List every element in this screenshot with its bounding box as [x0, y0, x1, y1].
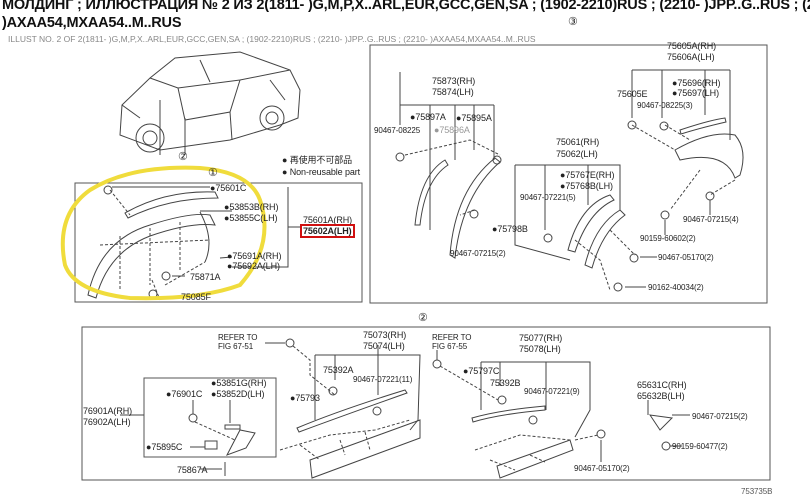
part-label[interactable]: ●75601C [210, 183, 247, 193]
part-label[interactable]: ●76901C [166, 389, 203, 399]
vehicle-illustration [119, 51, 301, 155]
part-label[interactable]: 75605E [617, 89, 648, 99]
part-label[interactable]: ●53852D(LH) [211, 389, 265, 399]
part-label[interactable]: 76902A(LH) [83, 417, 131, 427]
yellow-annotation-circle [60, 165, 267, 301]
part-label[interactable]: ●75797C [463, 366, 500, 376]
part-label[interactable]: ●75798B [492, 224, 528, 234]
group-box-2-inner [143, 377, 277, 458]
part-label[interactable]: ●75895A [456, 113, 492, 123]
group-box-1 [74, 182, 363, 303]
wheel-arch-molding-rear-parts [395, 69, 744, 292]
part-label[interactable]: 75606A(LH) [667, 52, 715, 62]
part-label[interactable]: ●75897A [410, 112, 446, 122]
part-label[interactable]: 75605A(RH) [667, 41, 717, 51]
part-label[interactable]: 75077(RH) [519, 333, 563, 343]
part-label[interactable]: 75873(RH) [432, 76, 476, 86]
part-label[interactable]: 75871A [190, 272, 221, 282]
part-label[interactable]: 90467-08225(3) [637, 101, 693, 110]
rocker-panel-molding-parts [120, 338, 690, 479]
part-label[interactable]: 75073(RH) [363, 330, 407, 340]
part-label[interactable]: 75078(LH) [519, 344, 561, 354]
group-box-2 [81, 326, 771, 481]
part-label[interactable]: 75867A [177, 465, 208, 475]
part-label[interactable]: 90467-07221(5) [520, 193, 576, 202]
part-label[interactable]: 90467-05170(2) [574, 464, 630, 473]
part-label[interactable]: 75062(LH) [556, 149, 598, 159]
part-label[interactable]: 75061(RH) [556, 137, 600, 147]
part-label[interactable]: 90467-08225 [374, 126, 421, 135]
page-title-line2: )AXAA54,MXAA54..M..RUS [2, 15, 182, 31]
callout-2: ② [178, 151, 188, 163]
part-label[interactable]: ●75768B(LH) [560, 181, 613, 191]
part-label[interactable]: 90467-07215(4) [683, 215, 739, 224]
part-label[interactable]: ●75696(RH) [672, 78, 721, 88]
part-label[interactable]: 90467-07221(9) [524, 387, 580, 396]
page-title-line1: МОЛДИНГ ; ИЛЛЮСТРАЦИЯ № 2 ИЗ 2(1811- )G,… [2, 0, 810, 13]
illustration-code: 753735B [741, 487, 773, 496]
part-label[interactable]: ●75896A [434, 125, 470, 135]
part-label[interactable]: 90162-40034(2) [648, 283, 704, 292]
reference-label[interactable]: REFER TO [218, 333, 258, 342]
part-label[interactable]: ●75767E(RH) [560, 170, 615, 180]
wheel-arch-molding-front [87, 185, 300, 301]
reference-label[interactable]: FIG 67-55 [432, 342, 468, 351]
part-label[interactable]: 90467-05170(2) [658, 253, 714, 262]
part-label[interactable]: ●53853B(RH) [224, 202, 279, 212]
part-label[interactable]: 75074(LH) [363, 341, 405, 351]
callout-2-box: ② [418, 312, 428, 324]
part-label[interactable]: 65631C(RH) [637, 380, 687, 390]
part-label[interactable]: 90159-60602(2) [640, 234, 696, 243]
illustration-subtitle: ILLUST NO. 2 OF 2(1811- )G,M,P,X..ARL,EU… [8, 34, 536, 44]
part-label[interactable]: ●53851G(RH) [211, 378, 267, 388]
part-label[interactable]: ●53855C(LH) [224, 213, 278, 223]
part-label[interactable]: 75392B [490, 378, 521, 388]
part-label[interactable]: ●75691A(RH) [227, 251, 282, 261]
part-label[interactable]: 76901A(RH) [83, 406, 133, 416]
reference-label[interactable]: FIG 67-51 [218, 342, 254, 351]
legend-non-reusable-en: ● Non-reusable part [282, 167, 361, 177]
part-label[interactable]: 75085F [181, 292, 211, 302]
callout-3: ③ [568, 16, 578, 28]
part-label[interactable]: 75392A [323, 365, 354, 375]
callout-1: ① [208, 167, 218, 179]
part-label[interactable]: ●75697(LH) [672, 88, 719, 98]
group-box-3 [369, 44, 768, 304]
part-label[interactable]: 75601A(RH) [303, 215, 353, 225]
part-label[interactable]: ●75793 [290, 393, 320, 403]
part-label[interactable]: ●75692A(LH) [227, 261, 280, 271]
part-label[interactable]: 90159-60477(2) [672, 442, 728, 451]
part-label[interactable]: 65632B(LH) [637, 391, 685, 401]
part-label[interactable]: ●75895C [146, 442, 183, 452]
part-label[interactable]: 90467-07215(2) [450, 249, 506, 258]
part-label[interactable]: 75874(LH) [432, 87, 474, 97]
legend-non-reusable-jp: ● 再使用不可部品 [282, 155, 353, 165]
part-label[interactable]: 90467-07221(11) [353, 375, 413, 384]
reference-label[interactable]: REFER TO [432, 333, 472, 342]
highlighted-part-label[interactable]: 75602A(LH) [300, 224, 355, 238]
part-label[interactable]: 90467-07215(2) [692, 412, 748, 421]
